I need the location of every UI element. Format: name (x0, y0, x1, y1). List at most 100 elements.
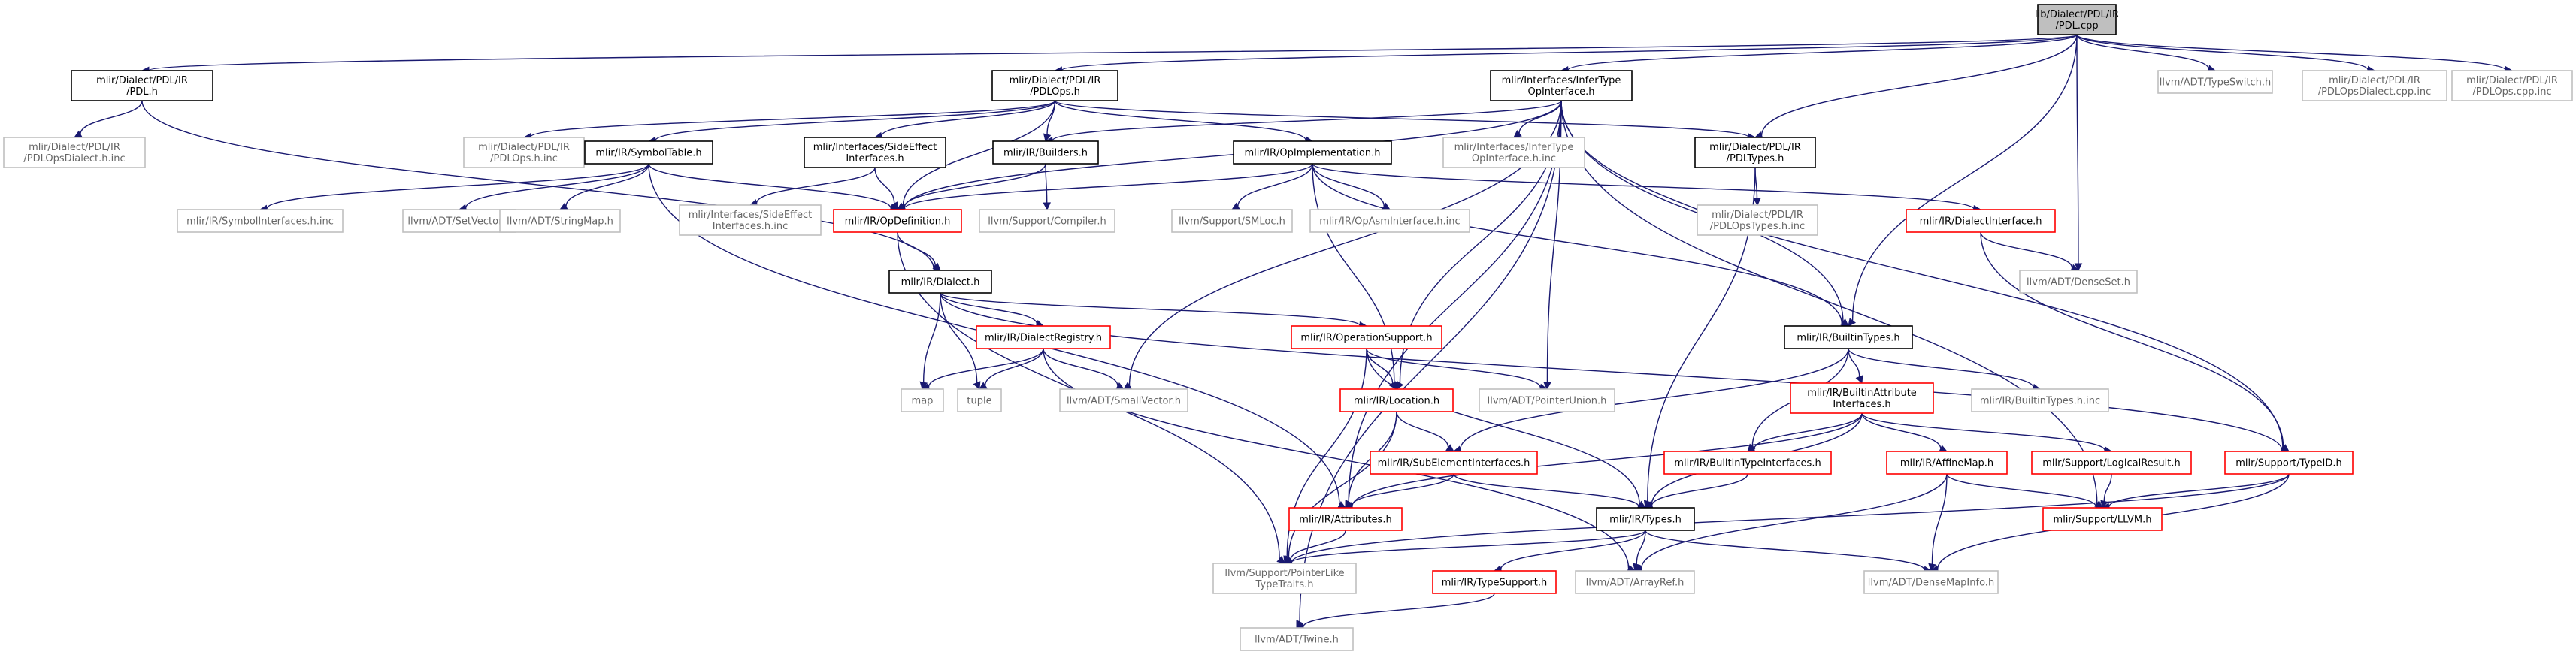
arrowhead-opdefinition_h-to-pointerlike_h (1276, 555, 1285, 564)
node-logicalresult_h[interactable]: mlir/Support/LogicalResult.h (2031, 451, 2192, 475)
node-tuple[interactable]: tuple (957, 388, 1002, 412)
arrowhead-infertype_h-to-smallvector_h (1123, 382, 1132, 390)
node-typesupport_h[interactable]: mlir/IR/TypeSupport.h (1432, 570, 1557, 594)
node-denseset_h[interactable]: llvm/ADT/DenseSet.h (2019, 270, 2138, 294)
node-dialectregistry_h[interactable]: mlir/IR/DialectRegistry.h (976, 325, 1111, 349)
node-box-infertype_h (1490, 70, 1633, 101)
node-label-affinemap_h: mlir/IR/AffineMap.h (1900, 458, 1993, 469)
node-label-map: map (912, 396, 934, 407)
node-arrayref_h[interactable]: llvm/ADT/ArrayRef.h (1575, 570, 1695, 594)
node-pdl_cpp[interactable]: lib/Dialect/PDL/IR/PDL.cpp (2035, 4, 2119, 35)
node-label-pdlopsdialect_cpp_inc: /PDLOpsDialect.cpp.inc (2318, 86, 2432, 98)
edge-infertype_h-to-builders_h (1052, 100, 1562, 141)
node-dialect_h[interactable]: mlir/IR/Dialect.h (888, 270, 992, 294)
edge-builtintypes_h-to-builtinattrint_h (1848, 348, 1860, 377)
node-label-subelem_h: mlir/IR/SubElementInterfaces.h (1378, 458, 1530, 469)
edge-dialectregistry_h-to-tuple (984, 348, 1044, 386)
node-box-dialect_h (888, 270, 992, 294)
node-label-builders_h: mlir/IR/Builders.h (1003, 148, 1088, 159)
node-infertype_h_inc[interactable]: mlir/Interfaces/InferTypeOpInterface.h.i… (1442, 137, 1585, 168)
node-pdlops_h[interactable]: mlir/Dialect/PDL/IR/PDLOps.h (991, 70, 1118, 101)
edge-pdlops_h-to-sideeffect_h (881, 100, 1056, 137)
node-sideeffect_inc[interactable]: mlir/Interfaces/SideEffectInterfaces.h.i… (679, 204, 822, 236)
edge-pdl_cpp-to-denseset_h (2076, 34, 2079, 264)
node-box-llvm_h (2042, 507, 2163, 531)
node-label-opsupport_h: mlir/IR/OperationSupport.h (1300, 333, 1432, 344)
node-opdefinition_h[interactable]: mlir/IR/OpDefinition.h (833, 209, 962, 233)
arrowhead-pdl_cpp-to-builtintypes_h (1848, 318, 1857, 327)
node-stringmap_h[interactable]: llvm/ADT/StringMap.h (499, 209, 621, 233)
node-pdl_h[interactable]: mlir/Dialect/PDL/IR/PDL.h (71, 70, 213, 101)
node-label-twine_h: llvm/ADT/Twine.h (1255, 635, 1339, 646)
node-smloc_h[interactable]: llvm/Support/SMLoc.h (1171, 209, 1293, 233)
node-label-llvm_h: mlir/Support/LLVM.h (2054, 515, 2152, 526)
node-pdlops_h_inc[interactable]: mlir/Dialect/PDL/IR/PDLOps.h.inc (463, 137, 585, 168)
node-symbolinterfaces_inc[interactable]: mlir/IR/SymbolInterfaces.h.inc (177, 209, 344, 233)
node-builtintypes_h[interactable]: mlir/IR/BuiltinTypes.h (1784, 325, 1913, 349)
node-typeswitch_h[interactable]: llvm/ADT/TypeSwitch.h (2157, 70, 2273, 94)
node-types_h[interactable]: mlir/IR/Types.h (1596, 507, 1695, 531)
node-pointerunion_h[interactable]: llvm/ADT/PointerUnion.h (1479, 388, 1615, 412)
node-dialectinterface_h[interactable]: mlir/IR/DialectInterface.h (1906, 209, 2056, 233)
node-label-opimpl_h: mlir/IR/OpImplementation.h (1245, 148, 1381, 159)
edge-builtintypes_h-to-builtintypes_inc (1848, 348, 2034, 388)
node-map[interactable]: map (901, 388, 944, 412)
node-box-types_h (1596, 507, 1695, 531)
node-symboltable_h[interactable]: mlir/IR/SymbolTable.h (584, 140, 713, 165)
node-setvector_h[interactable]: llvm/ADT/SetVector.h (402, 209, 516, 233)
node-label-pdl_h: /PDL.h (126, 86, 158, 98)
node-label-dialectinterface_h: mlir/IR/DialectInterface.h (1920, 216, 2042, 228)
node-pdlopsdialect_h_inc[interactable]: mlir/Dialect/PDL/IR/PDLOpsDialect.h.inc (3, 137, 146, 168)
node-opasminterface_inc[interactable]: mlir/IR/OpAsmInterface.h.inc (1309, 209, 1470, 233)
edge-opsupport_h-to-pointerunion_h (1366, 348, 1541, 388)
arrowhead-location_h-to-subelem_h (1445, 444, 1454, 452)
node-label-pdlops_h: /PDLOps.h (1030, 86, 1080, 98)
node-label-pdltypes_h: mlir/Dialect/PDL/IR (1709, 142, 1801, 153)
node-box-pdlops_cpp_inc (2451, 70, 2573, 101)
node-pdlops_cpp_inc[interactable]: mlir/Dialect/PDL/IR/PDLOps.cpp.inc (2451, 70, 2573, 101)
node-box-sideeffect_h (804, 137, 946, 168)
node-location_h[interactable]: mlir/IR/Location.h (1339, 388, 1454, 412)
node-typeid_h[interactable]: mlir/Support/TypeID.h (2224, 451, 2354, 475)
node-smallvector_h[interactable]: llvm/ADT/SmallVector.h (1059, 388, 1188, 412)
node-opimpl_h[interactable]: mlir/IR/OpImplementation.h (1233, 140, 1392, 165)
node-label-smloc_h: llvm/Support/SMLoc.h (1179, 216, 1285, 228)
node-builtintypes_inc[interactable]: mlir/IR/BuiltinTypes.h.inc (1971, 388, 2109, 412)
node-label-infertype_h_inc: OpInterface.h.inc (1472, 153, 1556, 165)
node-label-logicalresult_h: mlir/Support/LogicalResult.h (2042, 458, 2180, 469)
node-box-typesupport_h (1432, 570, 1557, 594)
node-box-opdefinition_h (833, 209, 962, 233)
node-compiler_h[interactable]: llvm/Support/Compiler.h (979, 209, 1115, 233)
edge-dialectregistry_h-to-smallvector_h (1043, 348, 1118, 387)
node-label-infertype_h: mlir/Interfaces/InferType (1502, 75, 1621, 86)
node-label-densemapinfo_h: llvm/ADT/DenseMapInfo.h (1868, 578, 1994, 589)
node-densemapinfo_h[interactable]: llvm/ADT/DenseMapInfo.h (1863, 570, 1999, 594)
node-label-pdlops_cpp_inc: /PDLOps.cpp.inc (2472, 86, 2551, 98)
node-label-pdlopstypes_inc: mlir/Dialect/PDL/IR (1712, 210, 1803, 221)
node-builtintypeint_h[interactable]: mlir/IR/BuiltinTypeInterfaces.h (1663, 451, 1832, 475)
node-label-pdlopstypes_inc: /PDLOpsTypes.h.inc (1710, 221, 1805, 232)
edge-pdl_h-to-pdlopsdialect_h_inc (80, 100, 143, 134)
node-label-pdlops_cpp_inc: mlir/Dialect/PDL/IR (2466, 75, 2558, 86)
node-twine_h[interactable]: llvm/ADT/Twine.h (1240, 627, 1354, 651)
node-attributes_h[interactable]: mlir/IR/Attributes.h (1288, 507, 1403, 531)
node-builders_h[interactable]: mlir/IR/Builders.h (992, 140, 1099, 165)
edge-typeid_h-to-llvm_h (2108, 473, 2290, 507)
node-affinemap_h[interactable]: mlir/IR/AffineMap.h (1886, 451, 2008, 475)
edge-infertype_h-to-typeid_h (1560, 100, 2284, 449)
node-pdlopstypes_inc[interactable]: mlir/Dialect/PDL/IR/PDLOpsTypes.h.inc (1697, 204, 1818, 236)
node-subelem_h[interactable]: mlir/IR/SubElementInterfaces.h (1370, 451, 1538, 475)
node-pdltypes_h[interactable]: mlir/Dialect/PDL/IR/PDLTypes.h (1694, 137, 1816, 168)
node-box-subelem_h (1370, 451, 1538, 475)
node-llvm_h[interactable]: mlir/Support/LLVM.h (2042, 507, 2163, 531)
edge-pdl_cpp-to-typeswitch_h (2076, 34, 2209, 69)
edge-pdl_cpp-to-pdl_h (148, 34, 2078, 71)
node-box-symbolinterfaces_inc (177, 209, 344, 233)
node-opsupport_h[interactable]: mlir/IR/OperationSupport.h (1291, 325, 1442, 349)
node-pdlopsdialect_cpp_inc[interactable]: mlir/Dialect/PDL/IR/PDLOpsDialect.cpp.in… (2302, 70, 2447, 101)
